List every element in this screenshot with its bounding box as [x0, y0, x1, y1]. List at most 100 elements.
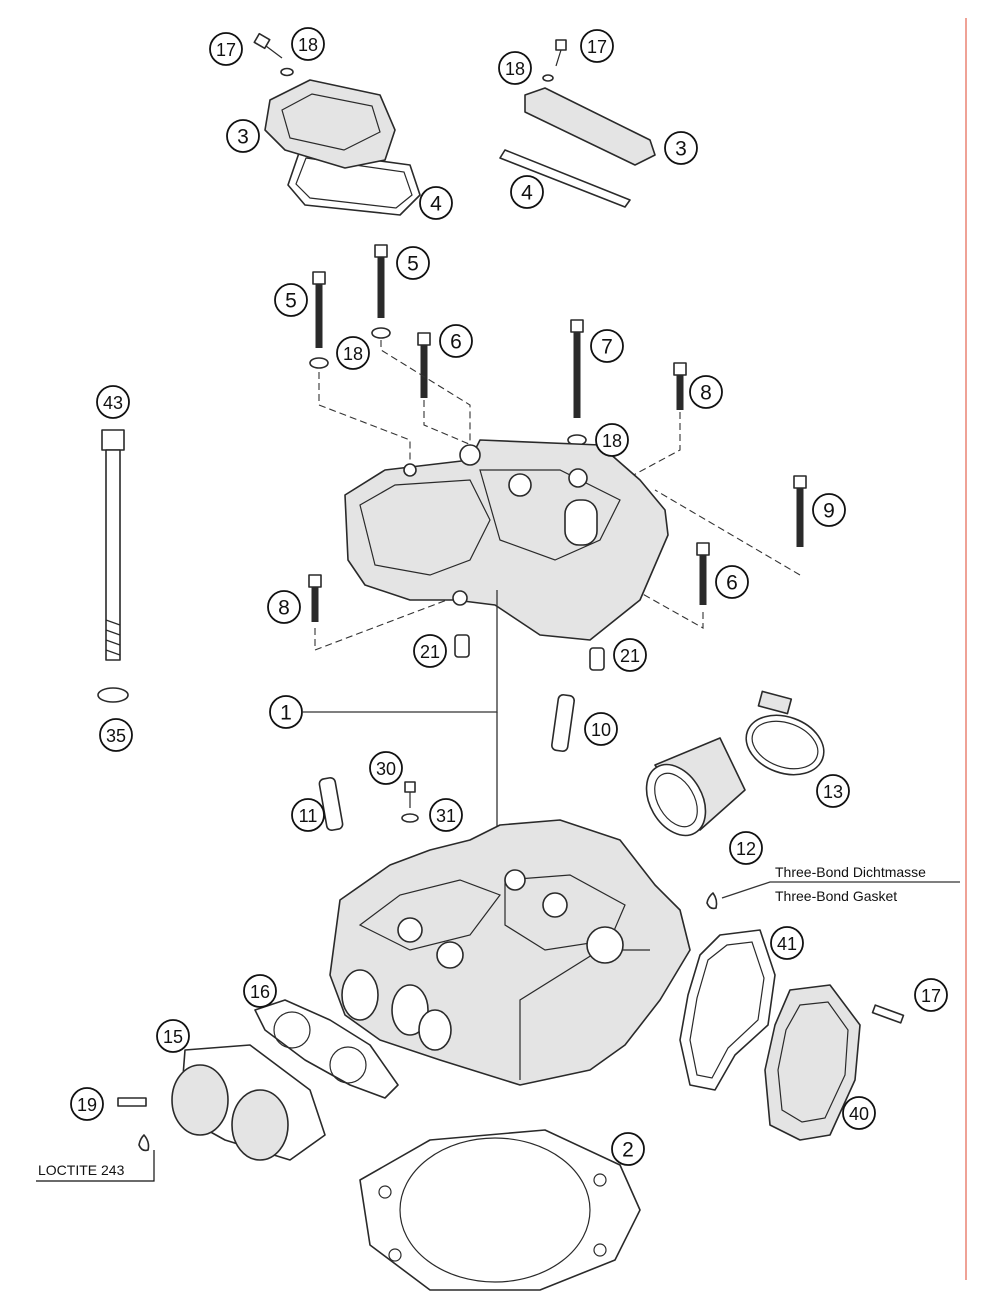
callout-label: 18: [602, 431, 622, 451]
note-loctite: LOCTITE 243: [38, 1162, 125, 1178]
callout-12: 12: [729, 831, 763, 865]
callout-label: 1: [280, 702, 292, 725]
bolt-17-right: [555, 39, 567, 51]
callout-40: 40: [842, 1096, 876, 1130]
callout-label: 17: [921, 986, 941, 1006]
callout-label: 30: [376, 759, 396, 779]
callout-label: 13: [823, 782, 843, 802]
note-threebond-de: Three-Bond Dichtmasse: [775, 864, 926, 880]
callout-label: 40: [849, 1104, 869, 1124]
bolt-30: [404, 781, 416, 793]
valve-cover-left: [264, 79, 396, 169]
cover-40: [764, 984, 861, 1141]
callout-21-b: 21: [613, 638, 647, 672]
callout-label: 15: [163, 1027, 183, 1047]
callout-4-b: 4: [510, 175, 544, 209]
callout-6-b: 6: [715, 565, 749, 599]
callout-label: 18: [343, 344, 363, 364]
callout-1: 1: [269, 695, 303, 729]
callout-18-b: 18: [498, 51, 532, 85]
callout-7: 7: [590, 329, 624, 363]
callout-label: 18: [505, 59, 525, 79]
callout-3-b: 3: [664, 131, 698, 165]
callout-label: 16: [250, 982, 270, 1002]
callout-18-d: 18: [595, 423, 629, 457]
callout-label: 17: [216, 40, 236, 60]
callout-label: 10: [591, 720, 611, 740]
valve-cover-left-group: [253, 32, 421, 216]
callout-43: 43: [96, 385, 130, 419]
callout-label: 11: [299, 806, 318, 826]
loctite-leader: [36, 1150, 155, 1182]
callout-label: 8: [278, 597, 290, 620]
note-threebond-en: Three-Bond Gasket: [775, 888, 897, 904]
callout-5-a: 5: [274, 283, 308, 317]
callout-15: 15: [156, 1019, 190, 1053]
bolt-17-cover: [871, 1004, 905, 1024]
callout-2: 2: [611, 1132, 645, 1166]
callout-label: 6: [450, 331, 462, 354]
callout-label: 41: [777, 934, 797, 954]
dowel-21-left: [454, 634, 470, 658]
callout-label: 3: [237, 126, 249, 149]
callout-label: 19: [77, 1095, 97, 1115]
callout-label: 4: [430, 193, 442, 216]
callout-41: 41: [770, 926, 804, 960]
callout-13: 13: [816, 774, 850, 808]
callout-label: 21: [420, 642, 440, 662]
head-bolts-group: [308, 244, 807, 622]
dowel-21-right: [589, 647, 605, 671]
callout-label: 8: [700, 382, 712, 405]
bolt-19: [117, 1097, 147, 1107]
callout-10: 10: [584, 712, 618, 746]
loctite-drop: [138, 1134, 150, 1152]
valve-cover-right: [524, 87, 656, 166]
washer-18-right: [542, 74, 554, 82]
callout-label: 6: [726, 572, 738, 595]
callout-19: 19: [70, 1087, 104, 1121]
sealant-drop: [706, 892, 718, 910]
callout-17-b: 17: [580, 29, 614, 63]
gasket-right: [499, 149, 631, 208]
valve-guide-11: [318, 776, 344, 832]
callout-11: 11: [291, 798, 325, 832]
callout-label: 21: [620, 646, 640, 666]
callout-label: 17: [587, 37, 607, 57]
callout-label: 9: [823, 500, 835, 523]
washer-18-left: [280, 67, 294, 77]
callout-6-a: 6: [439, 324, 473, 358]
callout-label: 4: [521, 182, 533, 205]
washer-18-c2: [371, 327, 391, 339]
intake-boot-12: [645, 737, 746, 837]
callout-5-b: 5: [396, 246, 430, 280]
callout-label: 18: [298, 35, 318, 55]
gasket-16: [254, 999, 399, 1099]
callout-label: 35: [106, 726, 126, 746]
valve-guide-10: [551, 694, 575, 752]
camshaft-carrier: [344, 439, 669, 641]
callout-21-a: 21: [413, 634, 447, 668]
callout-8-a: 8: [689, 375, 723, 409]
hose-clamp-13: [745, 690, 825, 776]
callout-9: 9: [812, 493, 846, 527]
callout-label: 3: [675, 138, 687, 161]
callout-label: 31: [436, 806, 456, 826]
callout-8-b: 8: [267, 590, 301, 624]
intake-flange-15: [171, 1044, 326, 1161]
callout-label: 7: [601, 336, 613, 359]
callout-label: 2: [622, 1139, 634, 1162]
callout-label: 5: [285, 290, 297, 313]
callout-30: 30: [369, 751, 403, 785]
callout-16: 16: [243, 974, 277, 1008]
callout-3-a: 3: [226, 119, 260, 153]
head-gasket-2: [359, 1129, 641, 1291]
callout-35: 35: [99, 718, 133, 752]
callout-18-c: 18: [336, 336, 370, 370]
callout-label: 5: [407, 253, 419, 276]
callout-18-a: 18: [291, 27, 325, 61]
cylinder-head: [329, 819, 691, 1086]
gasket-41: [679, 929, 776, 1091]
callout-4-a: 4: [419, 186, 453, 220]
